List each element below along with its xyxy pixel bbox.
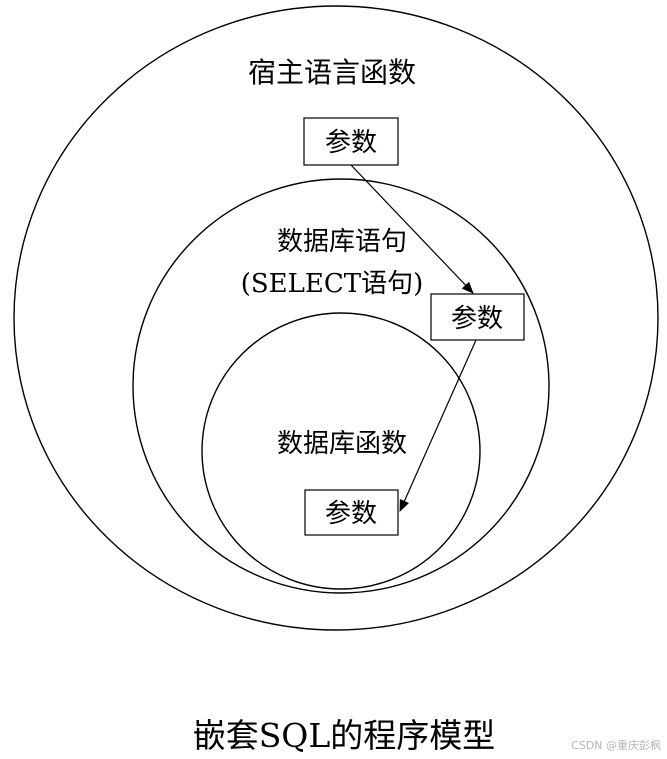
middle-param-label: 参数 [451, 304, 503, 334]
outer-circle [13, 5, 659, 631]
inner-param-box [304, 489, 399, 536]
middle-circle-sublabel: (SELECT语句) [241, 269, 424, 299]
outer-circle-label: 宿主语言函数 [248, 56, 416, 89]
inner-param-label: 参数 [325, 499, 377, 529]
inner-circle-label: 数据库函数 [277, 429, 407, 459]
outer-param-label: 参数 [325, 128, 377, 158]
arrow-outer-to-middle [350, 164, 474, 294]
outer-param-box [303, 117, 399, 166]
inner-circle [201, 312, 481, 590]
watermark: CSDN @重庆彭枫 [571, 738, 661, 752]
diagram-caption: 嵌套SQL的程序模型 [193, 716, 496, 755]
arrow-middle-to-inner [399, 339, 477, 512]
middle-circle-label: 数据库语句 [277, 227, 407, 257]
middle-circle [132, 178, 550, 594]
middle-param-box [430, 293, 525, 341]
